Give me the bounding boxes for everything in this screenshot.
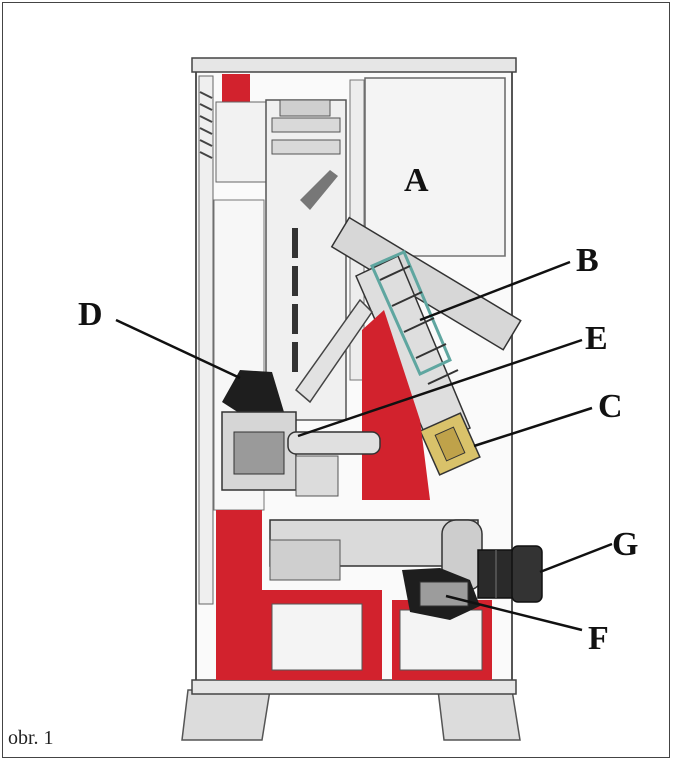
- auger-ribs: [379, 265, 459, 385]
- base-plate: [191, 679, 517, 695]
- leader-c: [473, 406, 593, 448]
- upper-left-panel: [215, 101, 267, 183]
- right-foot: [437, 689, 521, 741]
- leader-b: [419, 260, 571, 322]
- red-zone-lower-left: [216, 510, 262, 680]
- figure-caption: obr. 1: [8, 727, 54, 749]
- pellet-hopper: [364, 77, 506, 257]
- leader-d: [115, 318, 241, 380]
- chamber-baffles: [292, 228, 298, 372]
- fire-plate: [300, 170, 338, 210]
- label-e: E: [585, 320, 608, 357]
- left-rail-ticks: [199, 91, 213, 159]
- label-g: G: [612, 526, 639, 563]
- label-c: C: [598, 388, 623, 425]
- ignition-pipe: [287, 431, 381, 455]
- left-foot: [181, 689, 271, 741]
- left-rail: [198, 75, 214, 605]
- burner-pot: [222, 370, 284, 420]
- label-a: A: [404, 162, 429, 199]
- leader-e: [297, 338, 583, 438]
- label-b: B: [576, 242, 599, 279]
- top-cover: [191, 57, 517, 73]
- auger-tube: [330, 216, 522, 351]
- label-d: D: [78, 296, 103, 333]
- red-zone-middle: [362, 310, 430, 500]
- top-red-block: [222, 74, 250, 102]
- leader-g: [539, 542, 613, 574]
- leader-f: [445, 594, 583, 632]
- auger-cover: [370, 250, 452, 377]
- pellet-chute: [294, 298, 373, 404]
- label-f: F: [588, 620, 609, 657]
